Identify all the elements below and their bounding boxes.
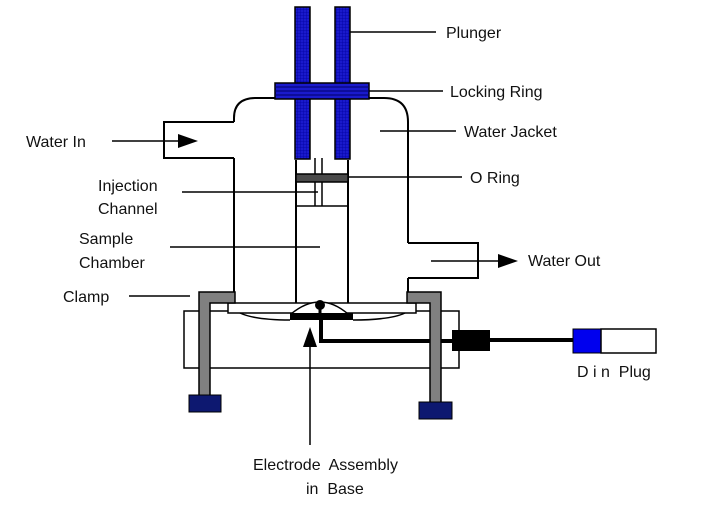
label-water-in: Water In [26,134,86,151]
label-locking-ring: Locking Ring [450,84,543,101]
label-water-jacket: Water Jacket [464,124,557,141]
electrode-plate [290,313,353,320]
label-din-plug: D i n Plug [577,364,651,381]
water-in-arrow-head [178,134,198,148]
label-electrode-line2: in Base [306,481,364,498]
water-inlet-tube [163,121,234,159]
label-injection-channel-line1: Injection [98,178,158,195]
o-ring [295,173,349,183]
din-plug-body [600,328,657,354]
cable-connector [452,330,490,351]
electrode-wire [319,318,460,343]
electrode-arrow-head [303,327,317,347]
water-jacket-outline [233,97,409,243]
label-electrode-line1: Electrode Assembly [253,457,398,474]
membrane-left [239,312,291,321]
label-injection-channel-line2: Channel [98,201,158,218]
label-sample-chamber-line2: Chamber [79,255,145,272]
clamp-foot-right [418,401,453,420]
label-plunger: Plunger [446,25,502,42]
clamp-foot-left [188,394,222,413]
membrane-right [352,312,406,321]
label-clamp: Clamp [63,289,109,306]
label-sample-chamber-line1: Sample [79,231,133,248]
label-o-ring: O Ring [470,170,520,187]
label-water-out: Water Out [528,253,601,270]
locking-ring [274,82,370,100]
din-plug-blue [572,328,602,354]
water-out-arrow-head [498,254,518,268]
